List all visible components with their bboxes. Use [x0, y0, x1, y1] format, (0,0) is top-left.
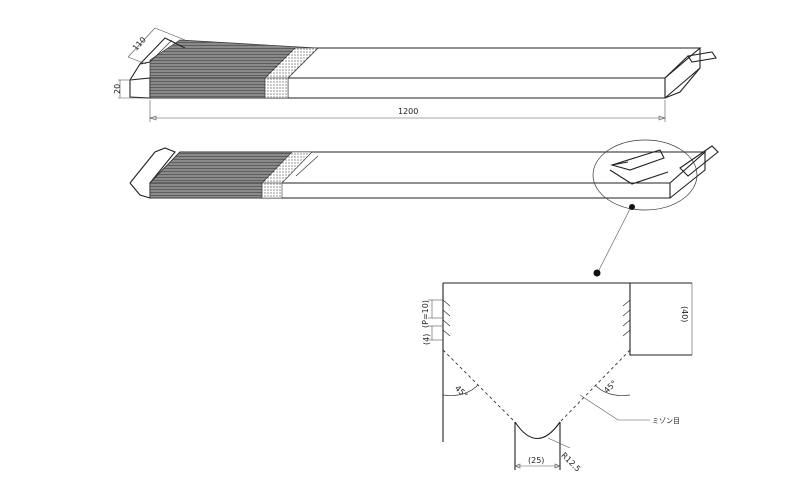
- dim-pitch-label: (P=10): [421, 300, 430, 328]
- dim-4-label: (4): [422, 334, 431, 345]
- angle-right-label: 45°: [602, 379, 618, 395]
- dim-1200-label: 1200: [398, 107, 418, 116]
- dimension-pitch: (P=10): [421, 299, 443, 328]
- dimension-height-20: 20: [113, 79, 150, 99]
- angle-left-label: 45°: [453, 384, 469, 400]
- dim-40-label: (40): [680, 306, 689, 322]
- dimension-length-1200: 1200: [149, 100, 666, 122]
- plank-side-view: [129, 145, 719, 199]
- dim-radius-label: R12.5: [559, 451, 582, 474]
- dimension-radius: R12.5: [547, 437, 582, 474]
- plank-top-view: [129, 37, 717, 99]
- dimension-depth-40: (40): [680, 283, 693, 355]
- logo-mark: [295, 155, 319, 177]
- detail-callout: [592, 139, 698, 277]
- dim-20-label: 20: [113, 84, 122, 94]
- tooth-label: ミゾン目: [652, 417, 680, 425]
- dimension-depth-4: (4): [422, 325, 443, 345]
- dim-25-label: (25): [528, 456, 544, 465]
- dim-110-label: 110: [131, 35, 148, 52]
- enlarged-detail: [442, 282, 692, 470]
- dimension-width-25: (25): [514, 456, 561, 469]
